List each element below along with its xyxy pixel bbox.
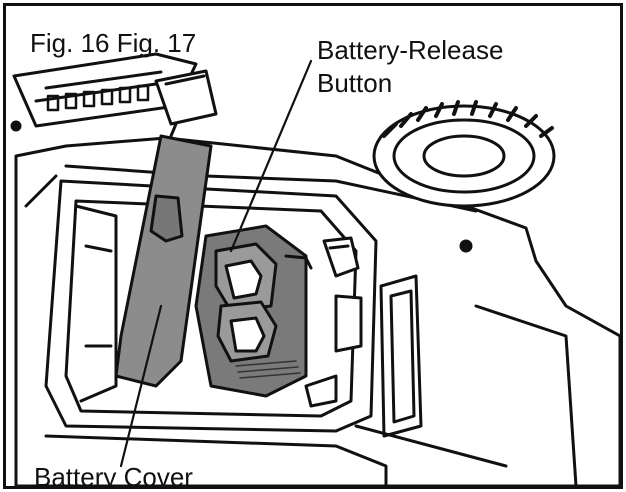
battery-release-label: Battery-Release Button	[317, 34, 503, 100]
battery-release-label-line1: Battery-Release	[317, 35, 504, 65]
battery-cover-leader	[119, 304, 163, 468]
battery-pack	[194, 224, 308, 398]
battery-cover-panel	[114, 69, 218, 388]
handle-grip-slots	[46, 84, 150, 112]
battery-release-label-line2: Button	[317, 68, 393, 98]
battery-cover-label: Battery Cover	[34, 462, 193, 489]
figure-title: Fig. 16 Fig. 17	[30, 28, 197, 58]
rear-wheel	[372, 100, 556, 208]
mower-line-drawing	[10, 52, 620, 486]
figure-frame: Fig. 16 Fig. 17 Battery-Release Button B…	[3, 3, 623, 489]
battery-release-leader	[229, 59, 313, 253]
